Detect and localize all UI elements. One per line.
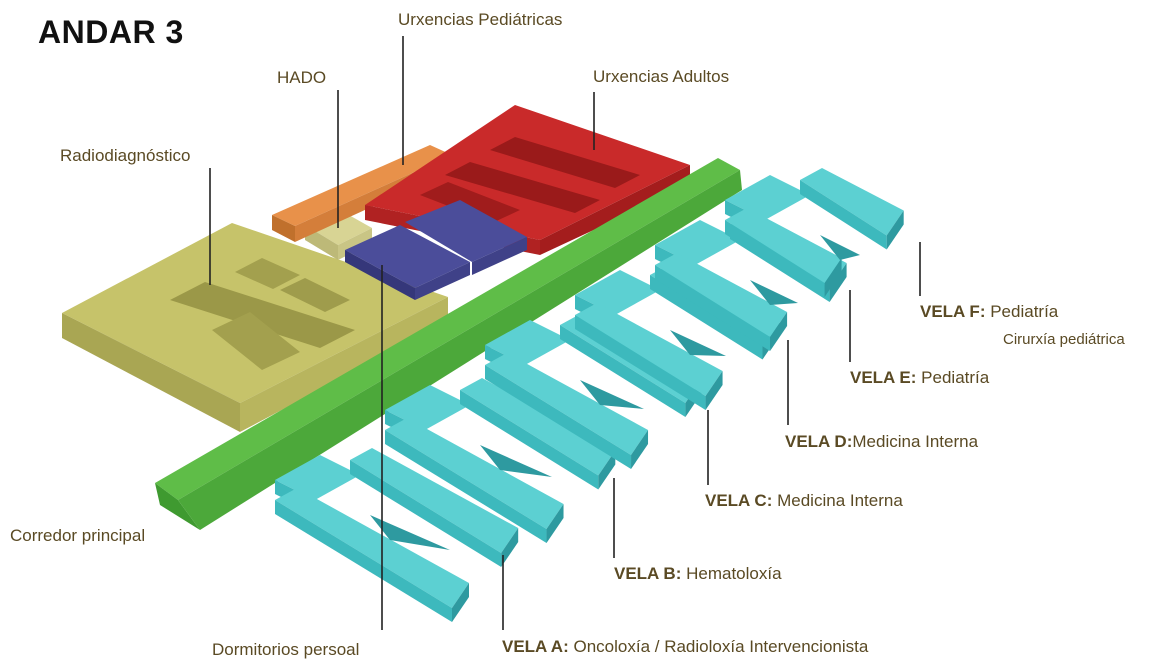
label-urxencias-adultos: Urxencias Adultos bbox=[593, 67, 730, 86]
leader-lines bbox=[209, 36, 921, 630]
vela-c-title: VELA C: bbox=[705, 491, 773, 510]
vela-e-desc: Pediatría bbox=[921, 368, 990, 387]
vela-b-desc: Hematoloxía bbox=[686, 564, 782, 583]
vela-b-wing bbox=[385, 378, 616, 543]
velas-group bbox=[275, 168, 904, 622]
vela-d-desc: Medicina Interna bbox=[852, 432, 979, 451]
label-urxencias-pediatricas: Urxencias Pediátricas bbox=[398, 10, 563, 29]
vela-b-title: VELA B: bbox=[614, 564, 682, 583]
vela-f-desc: Pediatría bbox=[990, 302, 1059, 321]
radiodiagnostico-block bbox=[62, 223, 448, 432]
label-vela-f: VELA F: Pediatría bbox=[920, 302, 1058, 322]
vela-f-wing bbox=[725, 168, 904, 297]
label-hado: HADO bbox=[277, 68, 327, 87]
label-vela-a: VELA A: Oncoloxía / Radioloxía Intervenc… bbox=[502, 637, 868, 657]
label-vela-c: VELA C: Medicina Interna bbox=[705, 491, 903, 511]
corredor-principal bbox=[155, 158, 742, 530]
dormitorios-persoal-block bbox=[345, 200, 527, 300]
label-vela-f-extra: Cirurxía pediátrica bbox=[1003, 331, 1125, 348]
page-title: ANDAR 3 bbox=[38, 14, 184, 50]
vela-a-wing bbox=[275, 448, 519, 622]
vela-f-title: VELA F: bbox=[920, 302, 986, 321]
vela-e-title: VELA E: bbox=[850, 368, 917, 387]
vela-c-desc: Medicina Interna bbox=[777, 491, 903, 510]
label-radiodiagnostico: Radiodiagnóstico bbox=[60, 146, 191, 165]
label-corredor-principal: Corredor principal bbox=[10, 526, 146, 545]
vela-d-title: VELA D: bbox=[785, 432, 853, 451]
label-dormitorios-persoal: Dormitorios persoal bbox=[212, 640, 360, 659]
vela-a-title: VELA A: bbox=[502, 637, 569, 656]
label-vela-b: VELA B: Hematoloxía bbox=[614, 564, 782, 584]
label-vela-e: VELA E: Pediatría bbox=[850, 368, 989, 388]
vela-a-desc: Oncoloxía / Radioloxía Intervencionista bbox=[573, 637, 869, 656]
label-vela-d: VELA D:Medicina Interna bbox=[785, 432, 978, 452]
